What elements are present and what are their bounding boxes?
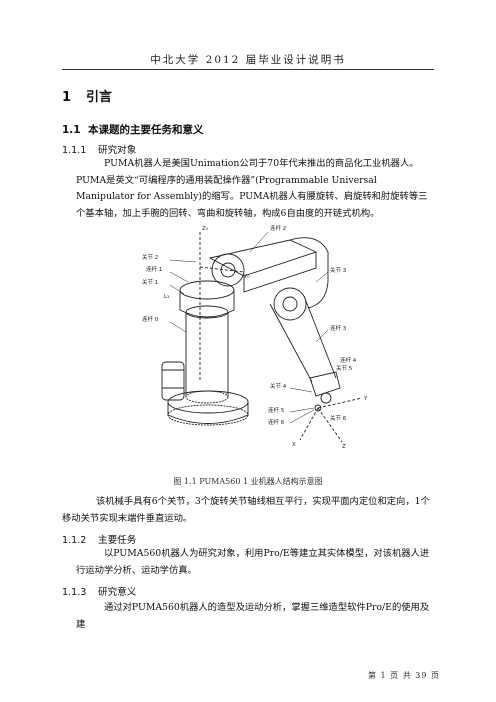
paragraph-text: PUMA机器人是美国Unimation公司于70年代末推出的商品化工业机器人。P… (76, 158, 428, 219)
section-title: 本课题的主要任务和意义 (88, 124, 204, 136)
column-link-0 (185, 312, 229, 397)
label-link5: 连杆 5 (268, 406, 285, 414)
paragraph-after-figure: 该机械手具有6个关节，3个旋转关节轴线相互平行，实现平面内定位和定向，1个移动关… (62, 494, 436, 527)
figure-caption: 图 1.1 PUMA560 1 业机器人结构示意图 (173, 477, 323, 486)
shoulder (179, 290, 235, 318)
label-l1: L₁ (164, 294, 169, 300)
upper-arm-link-2 (208, 239, 318, 277)
wrist-joint-5 (320, 392, 332, 404)
chapter-number: 1 (62, 90, 72, 105)
paragraph-text: 该机械手具有6个关节，3个旋转关节轴线相互平行，实现平面内定位和定向，1个移动关… (62, 496, 430, 524)
subsection-number: 1.1.2 (62, 535, 87, 546)
label-link0: 连杆 0 (142, 315, 159, 323)
puma-robot-figure: 关节 2 连杆 1 关节 1 连杆 0 L₁ Z₀ Y₀ 连杆 2 关节 3 连… (140, 212, 380, 457)
paragraph-significance: 通过对PUMA560机器人的造型及运动分析，掌握三维造型软件Pro/E的使用及建 (76, 600, 436, 633)
label-link1: 连杆 1 (146, 265, 162, 273)
label-z0: Z₀ (202, 226, 209, 232)
label-joint1: 关节 1 (142, 278, 158, 286)
chapter-title: 引言 (86, 90, 113, 105)
subsection-number: 1.1.1 (62, 145, 87, 156)
label-link6: 连杆 6 (268, 418, 285, 426)
subsection-title: 主要任务 (98, 535, 137, 546)
label-axis-z: Z (342, 444, 346, 450)
subsection-title: 研究对象 (98, 145, 137, 156)
forearm-link-3 (269, 295, 337, 383)
paragraph-text: 通过对PUMA560机器人的造型及运动分析，掌握三维造型软件Pro/E的使用及建 (76, 602, 430, 630)
base-top (167, 390, 249, 414)
paragraph-research-object: PUMA机器人是美国Unimation公司于70年代末推出的商品化工业机器人。P… (76, 156, 436, 222)
label-joint4: 关节 4 (270, 382, 287, 390)
subsection-title: 研究意义 (98, 587, 137, 598)
label-axis-x: X (292, 442, 296, 448)
label-joint3: 关节 3 (330, 266, 347, 274)
subsection-heading-1-1-2: 1.1.2 主要任务 (62, 532, 136, 546)
wrist-joint-6 (314, 404, 322, 412)
section-number: 1.1 (62, 124, 81, 136)
puma-robot-diagram: 关节 2 连杆 1 关节 1 连杆 0 L₁ Z₀ Y₀ 连杆 2 关节 3 连… (142, 224, 368, 450)
label-link2: 连杆 2 (270, 224, 286, 232)
label-link3: 连杆 3 (330, 324, 347, 332)
base-body (167, 402, 249, 424)
label-axis-y: Y (363, 396, 368, 402)
subsection-number: 1.1.3 (62, 587, 87, 598)
chapter-heading: 1 引言 (62, 86, 112, 105)
motor-housing (161, 361, 185, 401)
page-footer: 第 1 页 共 39 页 (368, 671, 440, 680)
paragraph-text: 以PUMA560机器人为研究对象，利用Pro/E等建立其实体模型，对该机器人进行… (76, 548, 430, 576)
wrist-joint-4 (309, 371, 341, 397)
label-joint2: 关节 2 (142, 253, 158, 261)
label-link4: 连杆 4 (340, 356, 357, 364)
running-header: 中北大学 2012 届毕业设计说明书 (150, 54, 346, 66)
subsection-heading-1-1-3: 1.1.3 研究意义 (62, 584, 136, 598)
section-heading-1-1: 1.1 本课题的主要任务和意义 (62, 122, 204, 137)
label-joint6: 关节 6 (330, 414, 347, 422)
elbow-joint-3 (289, 237, 329, 309)
label-y0: Y₀ (243, 274, 250, 280)
paragraph-main-task: 以PUMA560机器人为研究对象，利用Pro/E等建立其实体模型，对该机器人进行… (76, 546, 436, 579)
subsection-heading-1-1-1: 1.1.1 研究对象 (62, 142, 136, 156)
header-rule (62, 69, 434, 70)
label-joint5: 关节 5 (336, 364, 353, 372)
